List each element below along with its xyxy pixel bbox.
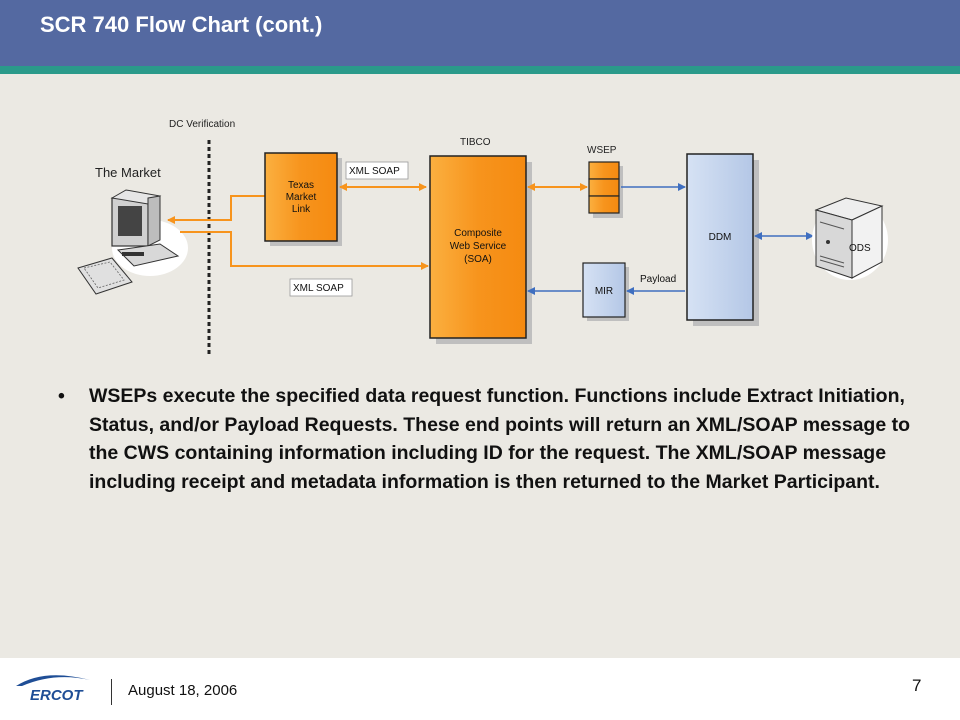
cws-label-3: (SOA): [464, 254, 492, 265]
wsep-block-1: [588, 161, 620, 180]
tibco-label: TIBCO: [460, 137, 491, 148]
the-market-label: The Market: [95, 165, 161, 180]
tml-label-3: Link: [292, 204, 311, 215]
ods-label: ODS: [849, 243, 871, 254]
footer-separator: [111, 679, 112, 705]
dc-verification-label: DC Verification: [169, 119, 235, 130]
footer: ERCOT August 18, 2006 7: [0, 658, 960, 720]
mir-box: [582, 262, 626, 318]
slide-title: SCR 740 Flow Chart (cont.): [40, 12, 323, 37]
wsep-block-3: [588, 195, 620, 214]
tml-label-2: Market: [286, 192, 317, 203]
page-number: 7: [912, 676, 922, 695]
ddm-label: DDM: [709, 232, 732, 243]
xml-soap-top-label: XML SOAP: [349, 166, 400, 177]
payload-label: Payload: [640, 274, 676, 285]
arrow-market-to-cws: [180, 231, 429, 270]
bullet-paragraph: • WSEPs execute the specified data reque…: [58, 382, 918, 496]
bullet-text: WSEPs execute the specified data request…: [89, 385, 910, 493]
wsep-label: WSEP: [587, 145, 617, 156]
arrow-tml-to-market: [167, 195, 265, 224]
xml-soap-bottom-tag: [289, 278, 353, 297]
tml-label-1: Texas: [288, 180, 314, 191]
xml-soap-top-tag: [345, 161, 409, 180]
computer-icon: [77, 189, 188, 295]
xml-soap-bottom-label: XML SOAP: [293, 283, 344, 294]
bullet-dot-icon: •: [58, 385, 65, 407]
logo-text: ERCOT: [30, 687, 84, 704]
cws-label-2: Web Service: [450, 241, 507, 252]
ercot-logo: ERCOT: [16, 675, 90, 704]
title-accent-stripe: [0, 66, 960, 74]
ddm-box: [686, 153, 754, 321]
title-bar: SCR 740 Flow Chart (cont.): [0, 0, 960, 66]
ods-server-icon: [812, 197, 888, 280]
composite-web-service-box: [429, 155, 527, 339]
cws-label-1: Composite: [454, 228, 502, 239]
wsep-block-2: [588, 178, 620, 197]
mir-label: MIR: [595, 286, 613, 297]
texas-market-link-box: [264, 152, 338, 242]
footer-date: August 18, 2006: [128, 682, 238, 699]
